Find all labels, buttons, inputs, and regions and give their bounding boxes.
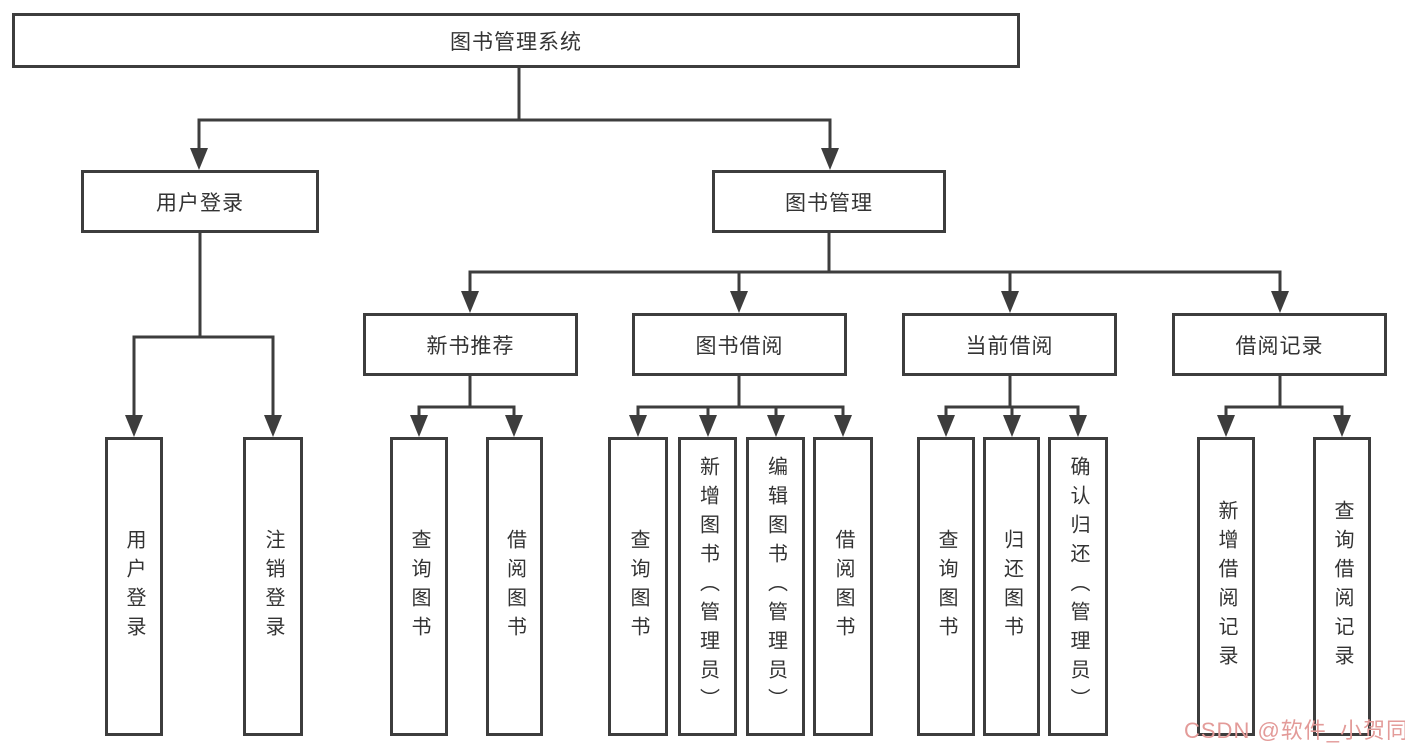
arrow-down-icon <box>629 415 647 437</box>
leaf-edit-books-admin: 编辑图书（管理员） <box>746 437 805 736</box>
leaf-confirm-return-admin: 确认归还（管理员） <box>1048 437 1108 736</box>
node-new-book-recommend: 新书推荐 <box>363 313 578 376</box>
node-book-borrow: 图书借阅 <box>632 313 847 376</box>
leaf-add-books-admin: 新增图书（管理员） <box>678 437 737 736</box>
arrow-down-icon <box>767 415 785 437</box>
leaf-query-books: 查询图书 <box>390 437 448 736</box>
arrow-down-icon <box>461 291 479 313</box>
arrow-down-icon <box>125 415 143 437</box>
arrow-down-icon <box>821 148 839 170</box>
connector-line <box>197 118 832 152</box>
arrow-down-icon <box>834 415 852 437</box>
arrow-down-icon <box>264 415 282 437</box>
connector-line <box>636 405 845 419</box>
connector-line <box>468 270 1282 294</box>
leaf-borrow-books: 借阅图书 <box>813 437 873 736</box>
connector-line <box>132 335 275 418</box>
arrow-down-icon <box>1217 415 1235 437</box>
arrow-down-icon <box>190 148 208 170</box>
arrow-down-icon <box>699 415 717 437</box>
leaf-add-borrow-record: 新增借阅记录 <box>1197 437 1255 736</box>
node-current-borrow: 当前借阅 <box>902 313 1117 376</box>
connector-line <box>417 405 516 419</box>
watermark: CSDN @软件_小贺同学 <box>1184 718 1405 743</box>
arrowheads <box>125 148 1351 437</box>
leaf-query-borrow-record: 查询借阅记录 <box>1313 437 1371 736</box>
arrow-down-icon <box>410 415 428 437</box>
node-borrow-record: 借阅记录 <box>1172 313 1387 376</box>
arrow-down-icon <box>937 415 955 437</box>
node-book-management: 图书管理 <box>712 170 946 233</box>
leaf-query-books: 查询图书 <box>608 437 668 736</box>
connector-line <box>1224 405 1344 419</box>
leaf-query-books: 查询图书 <box>917 437 975 736</box>
arrow-down-icon <box>1069 415 1087 437</box>
arrow-down-icon <box>1001 291 1019 313</box>
arrow-down-icon <box>1271 291 1289 313</box>
leaf-return-books: 归还图书 <box>983 437 1040 736</box>
arrow-down-icon <box>505 415 523 437</box>
node-root-library-system: 图书管理系统 <box>12 13 1020 68</box>
arrow-down-icon <box>1333 415 1351 437</box>
leaf-logout: 注销登录 <box>243 437 303 736</box>
leaf-borrow-books: 借阅图书 <box>486 437 543 736</box>
arrow-down-icon <box>1003 415 1021 437</box>
leaf-user-login: 用户登录 <box>105 437 163 736</box>
arrow-down-icon <box>730 291 748 313</box>
node-user-login: 用户登录 <box>81 170 319 233</box>
